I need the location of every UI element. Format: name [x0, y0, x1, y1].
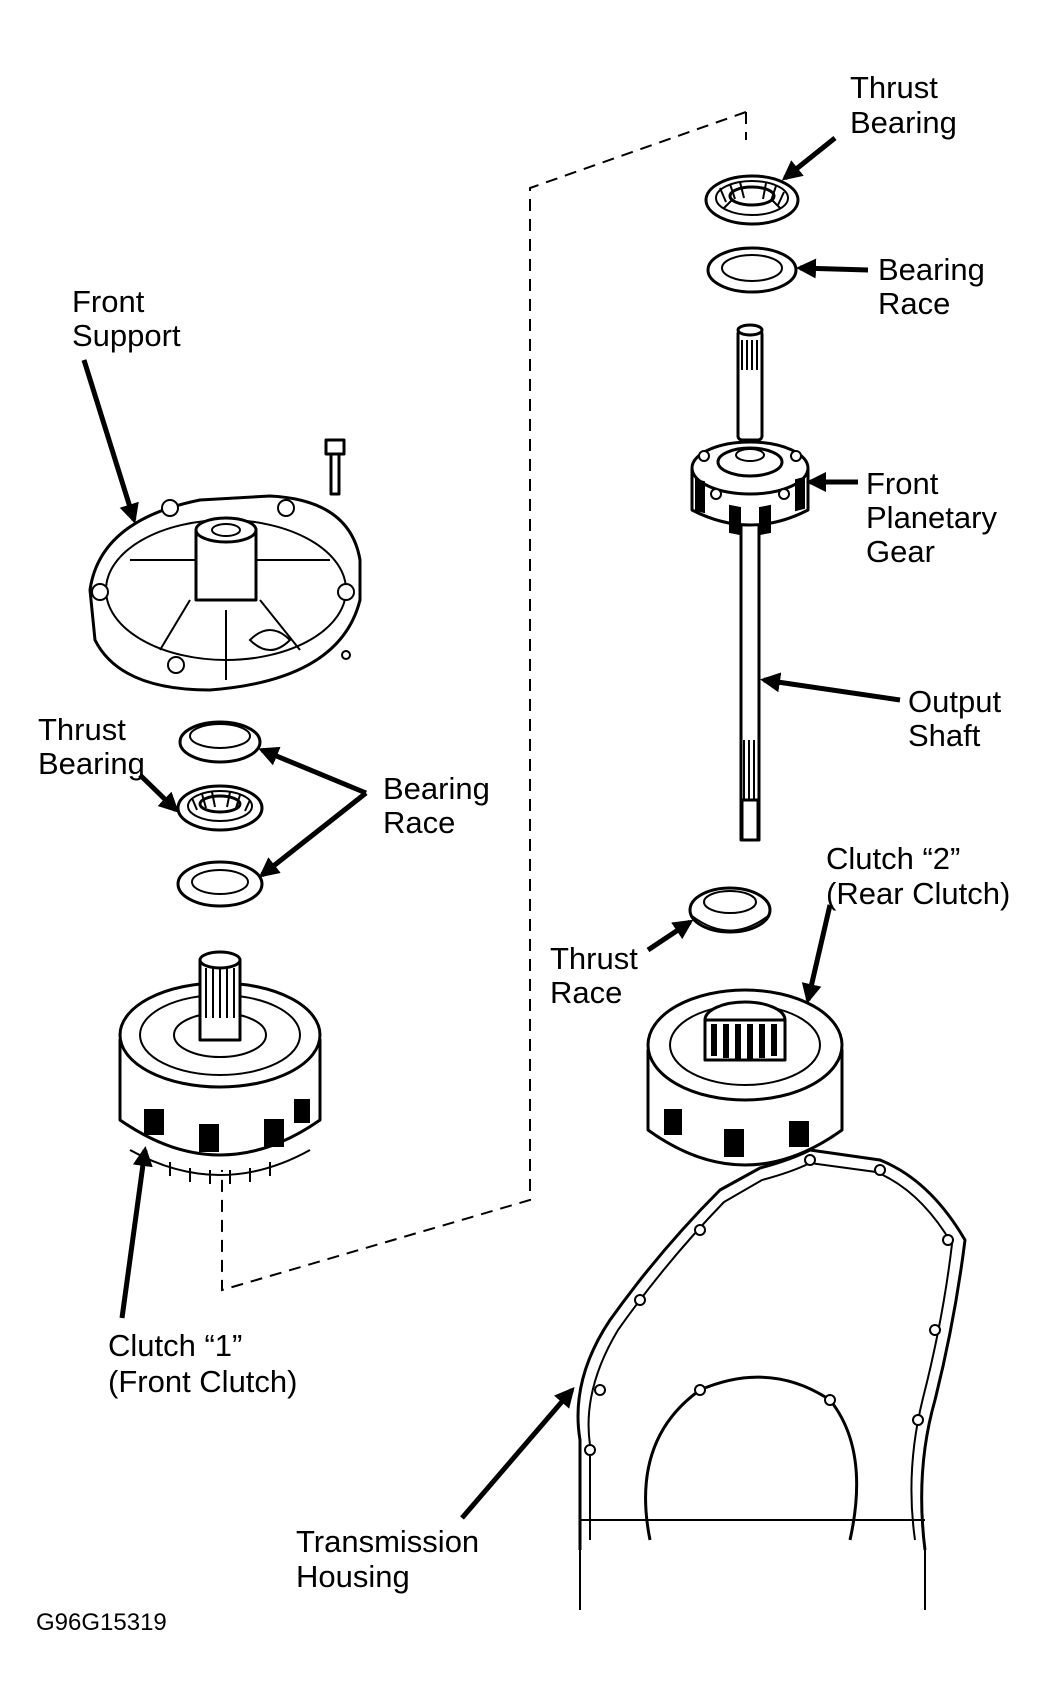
label-clutch-1: Clutch “1” (Front Clutch)	[108, 1328, 297, 1399]
clutch-2-rear-clutch	[646, 988, 844, 1167]
arrow-clutch-2	[801, 904, 833, 1004]
thrust-bearing-top	[704, 174, 800, 226]
arrow-clutch-1	[119, 1146, 153, 1319]
clutch-1-front-clutch	[118, 950, 322, 1184]
arrow-thrust-bearing-top	[781, 136, 837, 181]
front-support	[88, 494, 362, 692]
bearing-race-top	[706, 246, 798, 294]
label-bearing-race-left: Bearing Race	[383, 771, 498, 840]
alignment-dashed-line	[221, 111, 747, 1292]
thrust-bearing-left	[176, 784, 264, 832]
label-thrust-race: Thrust Race	[550, 941, 646, 1010]
figure-code: G96G15319	[36, 1609, 167, 1636]
support-bolt	[324, 438, 346, 496]
leader-arrows	[81, 136, 901, 1520]
label-front-planetary-gear: Front Planetary Gear	[866, 466, 1006, 569]
bearing-race-upper-left	[178, 720, 262, 764]
label-bearing-race-top: Bearing Race	[878, 252, 993, 321]
arrow-transmission-housing	[460, 1386, 575, 1520]
transmission-housing	[576, 1148, 967, 1610]
arrow-front-support	[81, 359, 139, 524]
label-thrust-bearing-top: Thrust Bearing	[850, 70, 957, 140]
label-thrust-bearing-left: Thrust Bearing	[38, 712, 145, 781]
arrow-bearing-race-left-upper	[258, 746, 367, 796]
arrow-thrust-race	[646, 919, 694, 953]
arrow-thrust-bearing-left	[138, 773, 179, 813]
bearing-race-lower-left	[176, 860, 264, 908]
arrow-output-shaft	[760, 672, 901, 703]
label-output-shaft: Output Shaft	[908, 684, 1010, 753]
output-shaft	[736, 323, 764, 842]
front-planetary-gear	[690, 440, 810, 536]
arrow-bearing-race-left-lower	[258, 791, 368, 878]
arrow-bearing-race-top	[796, 258, 869, 279]
label-clutch-2: Clutch “2” (Rear Clutch)	[826, 841, 1010, 911]
thrust-race-right	[688, 886, 772, 934]
label-front-support: Front Support	[72, 284, 181, 353]
label-transmission-housing: Transmission Housing	[296, 1524, 488, 1594]
